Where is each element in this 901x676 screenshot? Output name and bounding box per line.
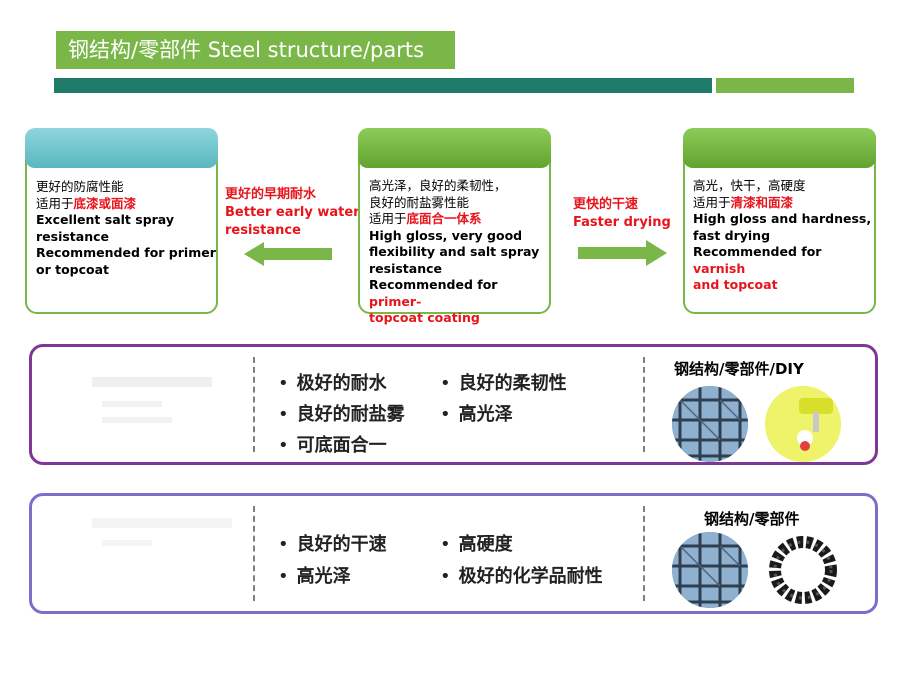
bullet-item: •良好的干速	[278, 534, 387, 555]
chain-icon	[765, 532, 841, 608]
card-middle-text: 高光泽，良好的柔韧性， 良好的耐盐雾性能 适用于底面合一体系 High glos…	[369, 178, 551, 327]
bullet-item: •高硬度	[440, 534, 513, 555]
card-right-header	[683, 128, 876, 168]
page-title: 钢结构/零部件 Steel structure/parts	[56, 31, 455, 69]
arrow-right-en-1: Faster drying	[573, 215, 671, 230]
panel-2-title: 钢结构/零部件	[704, 510, 800, 528]
card-middle-cn-3: 适用于底面合一体系	[369, 211, 482, 226]
arrow-left-cn: 更好的早期耐水	[225, 187, 317, 202]
card-left-en-3: Recommended for primer	[36, 245, 216, 260]
steel-structure-image	[672, 532, 748, 608]
card-right-cn-1: 高光，快干，高硬度	[693, 178, 806, 193]
bullet-item: •良好的耐盐雾	[278, 404, 405, 425]
card-right-en-1: High gloss and hardness,	[693, 211, 872, 226]
header-bar-teal	[54, 78, 712, 93]
bullet-item: •高光泽	[440, 404, 513, 425]
bullet-item: •高光泽	[278, 566, 351, 587]
card-right-en-2: fast drying	[693, 227, 771, 243]
header-bar-green	[716, 78, 854, 93]
paint-roller-icon	[765, 386, 841, 462]
diy-paint-image	[765, 386, 841, 462]
card-right-en-3: Recommended for varnish	[693, 244, 822, 276]
product-logo-faint	[82, 365, 232, 439]
steel-structure-image	[672, 386, 748, 462]
card-right: 高光，快干，高硬度 适用于清漆和面漆 High gloss and hardne…	[683, 128, 876, 314]
chain-parts-image	[765, 532, 841, 608]
bullet-item: •良好的柔韧性	[440, 373, 567, 394]
card-left: 更好的防腐性能 适用于底漆或面漆 Excellent salt spray re…	[25, 128, 218, 314]
card-middle-en-1: High gloss, very good	[369, 227, 523, 243]
logo-watermark-icon	[92, 518, 232, 546]
arrow-right-icon	[578, 240, 667, 266]
card-left-cn-1: 更好的防腐性能	[36, 179, 124, 194]
product-panel-1: •极好的耐水 •良好的耐盐雾 •可底面合一 •良好的柔韧性 •高光泽 钢结构/零…	[29, 344, 878, 465]
card-middle: 高光泽，良好的柔韧性， 良好的耐盐雾性能 适用于底面合一体系 High glos…	[358, 128, 551, 325]
card-left-en-1: Excellent salt spray	[36, 212, 175, 227]
arrow-right-cn: 更快的干速	[573, 197, 639, 212]
divider-left	[253, 357, 255, 452]
divider-right	[643, 357, 645, 452]
card-left-header	[25, 128, 218, 168]
divider-right	[643, 506, 645, 601]
card-middle-cn-1: 高光泽，良好的柔韧性，	[369, 178, 507, 193]
card-middle-cn-2: 良好的耐盐雾性能	[369, 194, 470, 210]
arrow-left-en-1: Better early water	[225, 205, 360, 220]
card-left-text: 更好的防腐性能 适用于底漆或面漆 Excellent salt spray re…	[36, 179, 216, 278]
card-right-text: 高光，快干，高硬度 适用于清漆和面漆 High gloss and hardne…	[693, 178, 875, 294]
steel-frame-icon	[672, 386, 748, 462]
divider-left	[253, 506, 255, 601]
card-left-cn-2: 适用于底漆或面漆	[36, 195, 137, 211]
card-right-cn-2: 适用于清漆和面漆	[693, 194, 794, 210]
product-logo-faint	[72, 510, 232, 564]
arrow-left-en-2: resistance	[225, 223, 301, 238]
bullet-item: •极好的耐水	[278, 373, 387, 394]
arrow-left-label: 更好的早期耐水 Better early water resistance	[225, 186, 360, 240]
card-middle-en-3: resistance	[369, 260, 443, 276]
card-left-en-4: or topcoat	[36, 261, 110, 277]
logo-watermark-icon	[92, 377, 212, 423]
steel-frame-icon	[672, 532, 748, 608]
card-middle-en-4: Recommended for primer-	[369, 277, 498, 309]
bullet-item: •可底面合一	[278, 435, 387, 456]
product-panel-2: •良好的干速 •高光泽 •高硬度 •极好的化学品耐性 钢结构/零部件	[29, 493, 878, 614]
panel-1-title: 钢结构/零部件/DIY	[674, 360, 804, 378]
card-right-en-4: and topcoat	[693, 277, 778, 292]
card-middle-header	[358, 128, 551, 168]
bullet-item: •极好的化学品耐性	[440, 566, 603, 587]
arrow-left-icon	[244, 242, 332, 266]
card-left-en-2: resistance	[36, 228, 110, 244]
card-middle-en-2: flexibility and salt spray	[369, 244, 540, 259]
arrow-right-label: 更快的干速 Faster drying	[573, 196, 671, 232]
card-middle-en-5: topcoat coating	[369, 310, 480, 325]
